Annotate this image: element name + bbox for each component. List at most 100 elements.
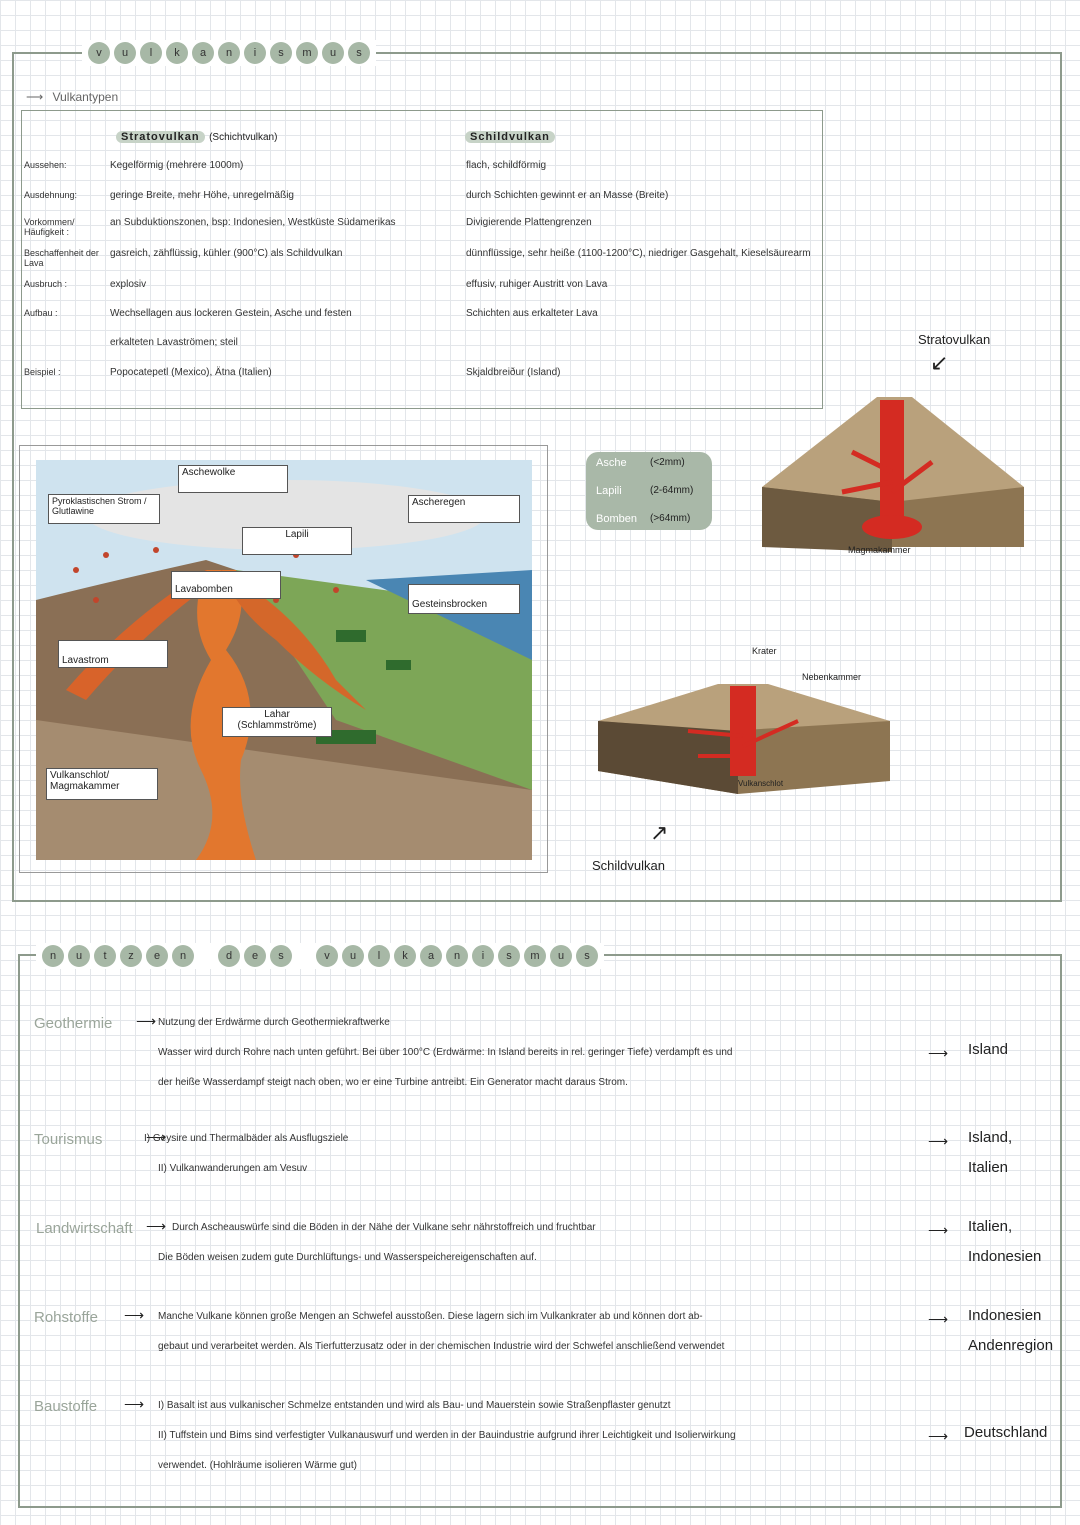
title-letter: e [244,945,266,967]
use-text-line: I) Basalt ist aus vulkanischer Schmelze … [158,1400,671,1411]
title-letter: n [446,945,468,967]
title-letter: s [498,945,520,967]
schild-caption: Schildvulkan [592,858,665,873]
title-letter: s [270,42,292,64]
use-text-line: Wasser wird durch Rohre nach unten gefüh… [158,1047,733,1058]
use-heading: Landwirtschaft [36,1220,133,1237]
label-aschewolke: Aschewolke [178,465,288,493]
title-letter: m [296,42,318,64]
title-letter: s [348,42,370,64]
table-cell-strato: geringe Breite, mehr Höhe, unregelmäßig [110,190,294,201]
stratovolcano-graphic [762,397,1024,552]
title-letter: k [394,945,416,967]
table-cell-schild: dünnflüssige, sehr heiße (1100-1200°C), … [466,248,811,259]
title-letter: u [342,945,364,967]
nebenkammer-label: Nebenkammer [802,672,862,682]
title-letter: s [576,945,598,967]
use-text-line: Nutzung der Erdwärme durch Geothermiekra… [158,1017,390,1028]
table-cell-schild: effusiv, ruhiger Austritt von Lava [466,279,608,290]
title-letter: a [420,945,442,967]
table-row-label: Beschaffenheit der Lava [24,248,99,268]
use-text-line: I) Geysire und Thermalbäder als Ausflugs… [144,1133,349,1144]
title-letter: v [316,945,338,967]
arrow-right-icon: ⟶ [124,1307,145,1323]
country-label: Indonesien [968,1307,1042,1324]
ejecta-name: Asche [596,457,627,469]
table-cell-schild: Schichten aus erkalteter Lava [466,308,598,319]
title-letter: e [146,945,168,967]
table-row-label: Aussehen: [24,160,67,170]
table-row-label: Ausdehnung: [24,190,78,200]
title-letter: l [140,42,162,64]
country-label: Italien, [968,1218,1013,1235]
ejecta-size: (<2mm) [650,457,685,468]
use-text-line: Die Böden weisen zudem gute Durchlüftung… [158,1252,537,1263]
shieldvolcano-graphic [598,684,890,794]
label-lahar: Lahar (Schlammströme) [222,707,332,737]
col1-title: Stratovulkan [116,131,205,143]
label-lavabomben: Lavabomben [171,571,281,599]
table-cell-strato: Wechsellagen aus lockeren Gestein, Asche… [110,308,352,319]
title-letter: n [42,945,64,967]
arrow-right-icon: ⟶ [124,1396,145,1412]
ejecta-size: (2-64mm) [650,485,694,496]
use-text-line: II) Vulkanwanderungen am Vesuv [158,1163,308,1174]
subtitle-row: ⟶ Vulkantypen [26,90,118,104]
arrow-right-icon: ⟶ [928,1311,949,1327]
arrow-right-icon: ⟶ [146,1218,167,1234]
col2-title: Schildvulkan [465,131,555,143]
arrow-right-icon: ⟶ [26,90,44,104]
table-cell-schild: durch Schichten gewinnt er an Masse (Bre… [466,190,669,201]
use-text-line: der heiße Wasserdampf steigt nach oben, … [158,1077,628,1088]
title-letter: s [270,945,292,967]
title-letter: i [472,945,494,967]
title-letter: a [192,42,214,64]
title-letter: n [218,42,240,64]
arrow-right-icon: ⟶ [928,1428,949,1444]
table-cell-schild: flach, schildförmig [466,160,547,171]
title-letter: d [218,945,240,967]
arrow-right-icon: ⟶ [928,1222,949,1238]
table-cell-strato: an Subduktionszonen, bsp: Indonesien, We… [110,217,396,228]
label-pyroklastisch: Pyroklastischen Strom / Glutlawine [48,494,160,524]
table-cell-strato: erkalteten Lavaströmen; steil [110,337,238,348]
title-letter: z [120,945,142,967]
arrow-right-icon: ⟶ [146,1129,167,1145]
curved-arrow-icon: ↙ [930,350,949,375]
use-heading: Rohstoffe [34,1309,98,1326]
table-cell-strato: explosiv [110,279,147,290]
title-letter: n [172,945,194,967]
title-letter: u [322,42,344,64]
title-letter: u [114,42,136,64]
country-label: Island, [968,1129,1013,1146]
col1-header: Stratovulkan (Schichtvulkan) [116,127,277,145]
title-letter: u [550,945,572,967]
arrow-right-icon: ⟶ [928,1045,949,1061]
use-text-line: Manche Vulkane können große Mengen an Sc… [158,1311,703,1322]
title-letter: t [94,945,116,967]
country-label: Andenregion [968,1337,1054,1354]
vulkantypen-table [21,110,823,409]
table-row-label: Ausbruch : [24,279,68,289]
label-lavastrom: Lavastrom [58,640,168,668]
subtitle: Vulkantypen [52,90,119,104]
title-letter: l [368,945,390,967]
label-vulkanschlot: Vulkanschlot/ Magmakammer [46,768,158,800]
table-row-label: Vorkommen/ Häufigkeit : [24,217,75,237]
use-heading: Geothermie [34,1015,113,1032]
table-cell-strato: gasreich, zähflüssig, kühler (900°C) als… [110,248,343,259]
ejecta-size: (>64mm) [650,513,691,524]
curved-arrow-icon: ↗ [650,820,669,845]
arrow-right-icon: ⟶ [928,1133,949,1149]
use-heading: Tourismus [34,1131,103,1148]
col2-header: Schildvulkan [465,127,555,145]
strato-caption: Stratovulkan [918,332,991,347]
ejecta-name: Lapili [596,485,622,497]
use-text-line: verwendet. (Hohlräume isolieren Wärme gu… [158,1460,357,1471]
table-cell-strato: Kegelförmig (mehrere 1000m) [110,160,244,171]
country-label: Indonesien [968,1248,1042,1265]
table-cell-schild: Skjaldbreiður (Island) [466,367,561,378]
krater-label: Krater [752,646,777,656]
